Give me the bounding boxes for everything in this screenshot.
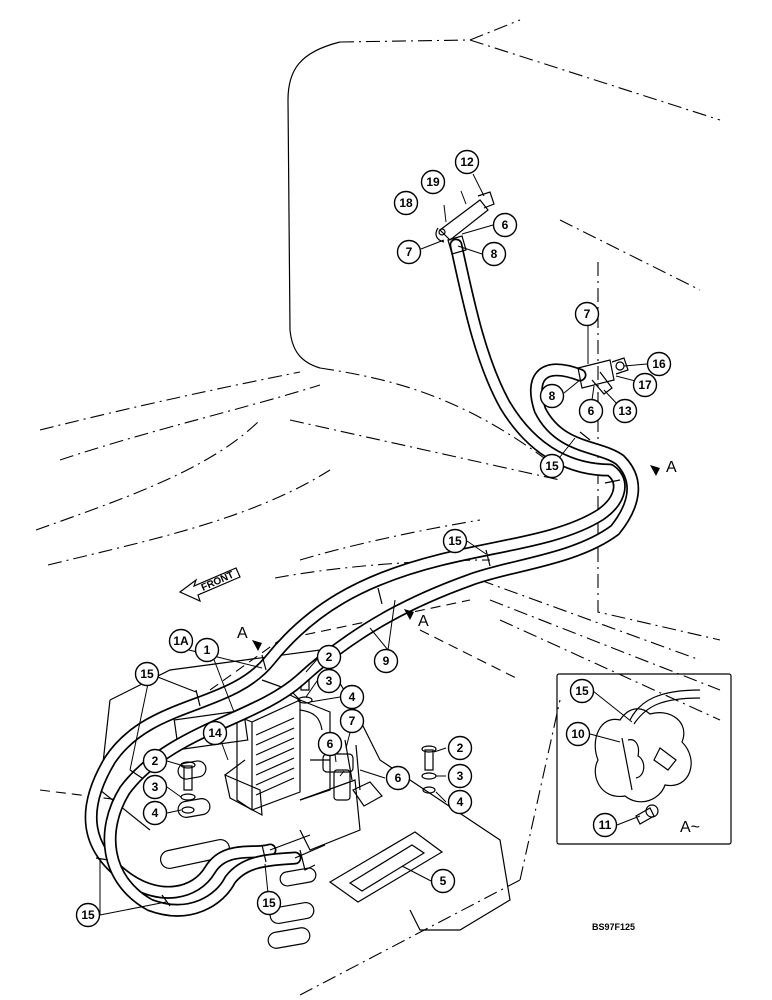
svg-text:6: 6 xyxy=(502,218,509,232)
svg-text:12: 12 xyxy=(460,155,474,169)
callout-6c: 6 xyxy=(317,731,343,757)
svg-text:4: 4 xyxy=(349,690,356,704)
callout-8b: 8 xyxy=(539,383,565,409)
svg-text:8: 8 xyxy=(549,389,556,403)
svg-text:19: 19 xyxy=(426,175,440,189)
cover-plate xyxy=(328,831,444,903)
top-valve xyxy=(435,191,495,255)
leader-lines xyxy=(99,173,648,916)
callout-6d: 6 xyxy=(385,765,411,791)
svg-text:6: 6 xyxy=(588,404,595,418)
callout-2c: 2 xyxy=(142,748,168,774)
callout-14: 14 xyxy=(202,720,228,746)
callout-3c: 3 xyxy=(142,774,168,800)
callout-15d: 15 xyxy=(75,902,101,928)
view-markers: A A A xyxy=(237,459,677,651)
callout-12: 12 xyxy=(454,149,480,175)
svg-text:4: 4 xyxy=(152,806,159,820)
view-marker-label: A xyxy=(666,459,677,476)
detail-view-box: A~ xyxy=(556,673,732,845)
callout-10: 10 xyxy=(565,721,591,747)
svg-text:8: 8 xyxy=(491,247,498,261)
svg-text:3: 3 xyxy=(326,674,333,688)
hardware-left xyxy=(180,761,196,814)
drawing-code: BS97F125 xyxy=(592,922,635,932)
svg-text:2: 2 xyxy=(457,741,464,755)
svg-text:15: 15 xyxy=(575,684,589,698)
callout-2: 2 xyxy=(316,644,342,670)
view-arrow-icon xyxy=(650,465,660,476)
callout-5: 5 xyxy=(430,868,456,894)
callout-7c: 7 xyxy=(339,708,365,734)
callout-9: 9 xyxy=(373,648,399,674)
svg-text:6: 6 xyxy=(395,771,402,785)
callout-7b: 7 xyxy=(574,301,600,327)
cab-outline xyxy=(287,19,721,641)
callout-1: 1 xyxy=(194,637,220,663)
callout-17: 17 xyxy=(632,372,658,398)
heater-hoses xyxy=(84,238,640,917)
callout-6: 6 xyxy=(492,212,518,238)
callout-4c: 4 xyxy=(142,800,168,826)
svg-text:2: 2 xyxy=(326,650,333,664)
callout-11: 11 xyxy=(592,812,618,838)
svg-text:4: 4 xyxy=(457,795,464,809)
svg-text:15: 15 xyxy=(140,667,154,681)
frame-outline xyxy=(35,371,721,996)
svg-text:15: 15 xyxy=(448,534,462,548)
callout-16: 16 xyxy=(646,351,672,377)
callout-15a: 15 xyxy=(539,453,565,479)
svg-text:15: 15 xyxy=(81,908,95,922)
svg-text:2: 2 xyxy=(152,754,159,768)
svg-text:5: 5 xyxy=(440,874,447,888)
callout-2b: 2 xyxy=(447,735,473,761)
callout-15b: 15 xyxy=(442,528,468,554)
front-label: FRONT xyxy=(200,570,236,594)
callout-15c: 15 xyxy=(134,661,160,687)
svg-text:9: 9 xyxy=(383,654,390,668)
svg-text:10: 10 xyxy=(571,727,585,741)
callout-1a: 1A xyxy=(168,628,194,654)
hardware-right xyxy=(421,745,437,794)
svg-text:14: 14 xyxy=(208,726,222,740)
front-arrow: FRONT xyxy=(178,567,241,603)
svg-text:7: 7 xyxy=(406,245,413,259)
svg-text:7: 7 xyxy=(349,714,356,728)
svg-text:3: 3 xyxy=(152,780,159,794)
callout-4b: 4 xyxy=(447,789,473,815)
hose-clamps xyxy=(95,431,621,907)
detail-view-label: A~ xyxy=(680,819,700,836)
callout-7: 7 xyxy=(396,239,422,265)
view-arrow-icon xyxy=(404,609,414,620)
svg-text:3: 3 xyxy=(457,769,464,783)
svg-text:7: 7 xyxy=(584,307,591,321)
svg-text:16: 16 xyxy=(652,357,666,371)
callout-group: 12 19 18 6 7 8 7 16 8 17 6 13 15 15 9 1A… xyxy=(75,149,672,928)
callout-13: 13 xyxy=(612,398,638,424)
svg-text:1A: 1A xyxy=(173,634,189,648)
view-marker-label: A xyxy=(237,625,248,642)
svg-text:15: 15 xyxy=(262,896,276,910)
callout-3b: 3 xyxy=(447,763,473,789)
svg-text:11: 11 xyxy=(599,818,612,832)
svg-text:1: 1 xyxy=(204,643,211,657)
floor-plate xyxy=(99,649,511,949)
callout-4: 4 xyxy=(339,684,365,710)
callout-6b: 6 xyxy=(578,398,604,424)
svg-text:13: 13 xyxy=(618,404,632,418)
callout-15f: 15 xyxy=(569,678,595,704)
view-marker-label: A xyxy=(418,613,429,630)
callout-18: 18 xyxy=(393,190,419,216)
svg-text:6: 6 xyxy=(327,737,334,751)
callout-15e: 15 xyxy=(256,890,282,916)
callout-19: 19 xyxy=(420,169,446,195)
svg-text:18: 18 xyxy=(399,196,413,210)
callout-3: 3 xyxy=(316,668,342,694)
svg-text:17: 17 xyxy=(638,378,652,392)
svg-text:15: 15 xyxy=(545,459,559,473)
callout-8: 8 xyxy=(481,241,507,267)
view-arrow-icon xyxy=(252,640,262,651)
